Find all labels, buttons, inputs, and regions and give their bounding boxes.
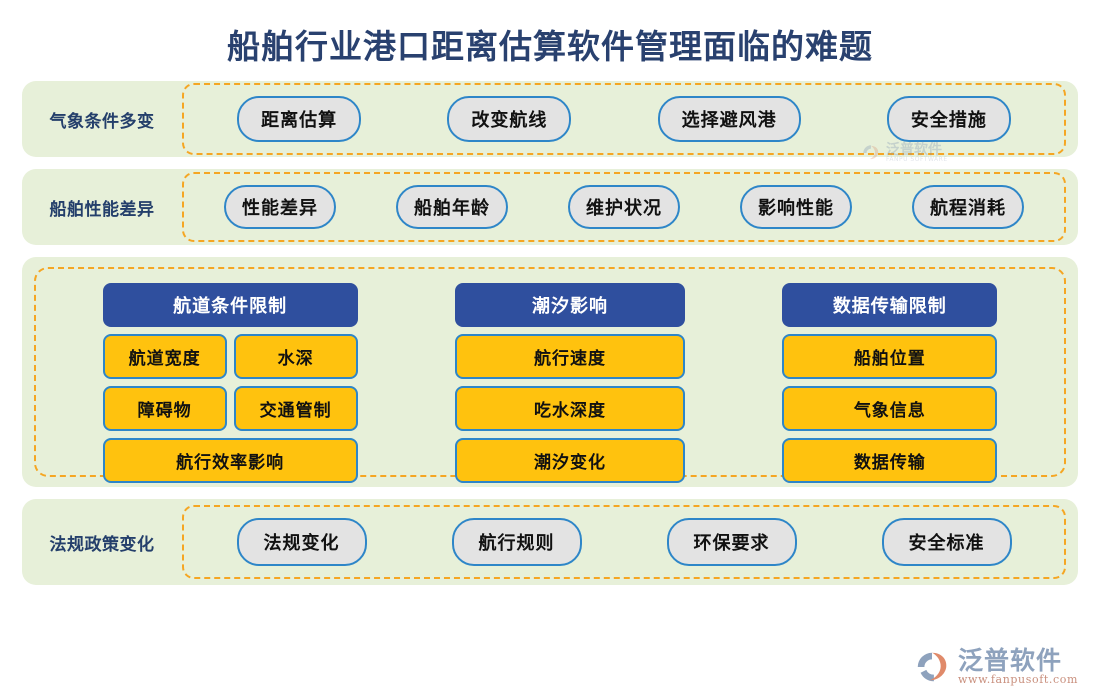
dashed-container-regulatory: 法规变化 航行规则 环保要求 安全标准 [182,505,1066,580]
pill-choose-shelter-port[interactable]: 选择避风港 [657,96,801,143]
section-vessel-performance: 船舶性能差异 性能差异 船舶年龄 维护状况 影响性能 航程消耗 [22,169,1078,246]
pill-performance-impact[interactable]: 影响性能 [740,185,852,230]
section-technical-constraints: 航道条件限制 航道宽度 水深 障碍物 交通管制 航行效率影响 潮汐影响 航行速度… [22,257,1078,488]
chip-data-transmission[interactable]: 数据传输 [782,438,998,484]
watermark-brand-en: FANPU SOFTWARE [886,156,948,163]
footer-brand-logo: 泛普软件 www.fanpusoft.com [913,646,1078,687]
footer-brand-text: 泛普软件 www.fanpusoft.com [958,646,1078,687]
chip-draft-depth[interactable]: 吃水深度 [454,386,685,432]
pill-safety-standards[interactable]: 安全标准 [881,518,1012,567]
pill-change-route[interactable]: 改变航线 [447,96,572,143]
chip-row-channel-b: 障碍物 交通管制 [102,386,358,432]
chip-sailing-speed[interactable]: 航行速度 [454,334,685,380]
section-weather-conditions: 气象条件多变 距离估算 改变航线 选择避风港 安全措施 [22,81,1078,158]
pill-regulation-change[interactable]: 法规变化 [236,518,367,567]
dashed-container-performance: 性能差异 船舶年龄 维护状况 影响性能 航程消耗 [182,172,1066,243]
column-data-transmission: 数据传输限制 船舶位置 气象信息 数据传输 [782,283,998,484]
pill-navigation-rules[interactable]: 航行规则 [451,518,582,567]
chip-weather-information[interactable]: 气象信息 [782,386,998,432]
section-label-vessel-performance: 船舶性能差异 [49,199,155,220]
pill-vessel-age[interactable]: 船舶年龄 [396,185,508,230]
chip-navigation-efficiency-impact[interactable]: 航行效率影响 [102,438,358,484]
chip-obstacles[interactable]: 障碍物 [102,386,227,432]
footer-brand-url: www.fanpusoft.com [958,673,1078,687]
pill-voyage-consumption[interactable]: 航程消耗 [912,185,1024,230]
column-header-data-transmission: 数据传输限制 [782,283,998,328]
column-tidal-impact: 潮汐影响 航行速度 吃水深度 潮汐变化 [454,283,685,484]
section-label-regulatory-changes: 法规政策变化 [49,534,155,555]
column-channel-conditions: 航道条件限制 航道宽度 水深 障碍物 交通管制 航行效率影响 [102,283,358,484]
section-label-weather-conditions: 气象条件多变 [49,111,155,132]
chip-vessel-position[interactable]: 船舶位置 [782,334,998,380]
chip-row-channel-a: 航道宽度 水深 [102,334,358,380]
fanpu-logo-icon [913,648,951,686]
chip-channel-width[interactable]: 航道宽度 [102,334,227,380]
dashed-container-weather: 距离估算 改变航线 选择避风港 安全措施 [182,83,1066,156]
section-regulatory-changes: 法规政策变化 法规变化 航行规则 环保要求 安全标准 [22,499,1078,586]
dashed-container-constraints: 航道条件限制 航道宽度 水深 障碍物 交通管制 航行效率影响 潮汐影响 航行速度… [34,267,1066,484]
column-header-tidal-impact: 潮汐影响 [454,283,685,328]
pill-safety-measures[interactable]: 安全措施 [886,96,1011,143]
chip-water-depth[interactable]: 水深 [233,334,358,380]
footer-brand-cn: 泛普软件 [958,646,1063,676]
pill-maintenance-status[interactable]: 维护状况 [568,185,680,230]
pill-performance-difference[interactable]: 性能差异 [224,185,336,230]
page-title: 船舶行业港口距离估算软件管理面临的难题 [227,27,873,66]
pill-environmental-requirements[interactable]: 环保要求 [666,518,797,567]
pill-distance-estimation[interactable]: 距离估算 [237,96,362,143]
column-header-channel-conditions: 航道条件限制 [102,283,358,328]
chip-traffic-control[interactable]: 交通管制 [233,386,358,432]
chip-tidal-variation[interactable]: 潮汐变化 [454,438,685,484]
